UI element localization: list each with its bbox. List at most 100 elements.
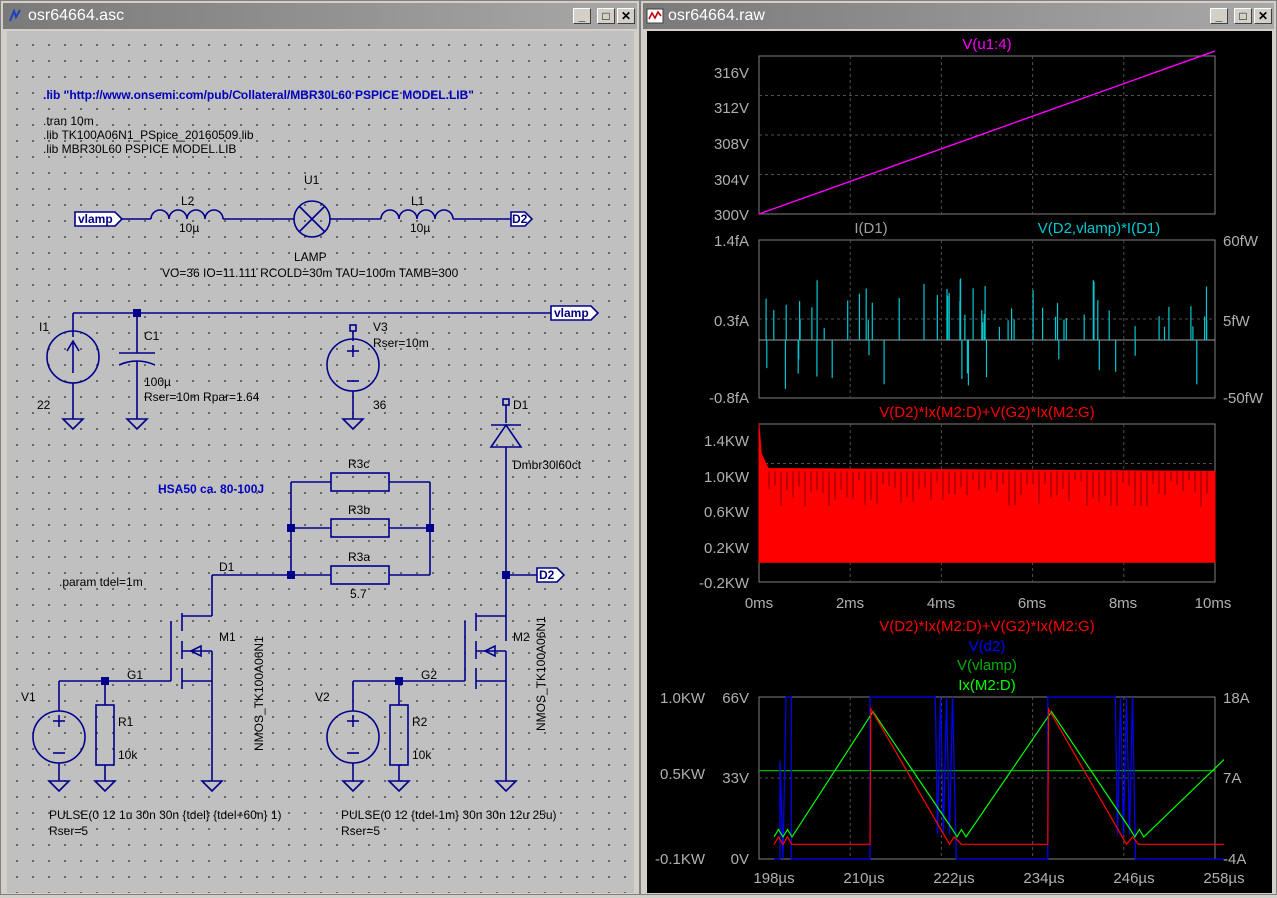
- schematic-window: osr64664.asc _ □ ✕: [0, 0, 640, 895]
- v2-name[interactable]: V2: [315, 690, 330, 704]
- maximize-button[interactable]: □: [1234, 8, 1252, 24]
- pane3-trace-label[interactable]: V(D2)*Ix(M2:D)+V(G2)*Ix(M2:G): [879, 404, 1094, 421]
- v3-value[interactable]: 36: [373, 398, 387, 412]
- close-button[interactable]: ✕: [1254, 8, 1272, 24]
- i1-name[interactable]: I1: [39, 320, 49, 334]
- pane2-ytick-left: 1.4fA: [714, 233, 749, 250]
- pane4-xtick: 198µs: [753, 870, 794, 887]
- net-label-g1[interactable]: G1: [127, 668, 143, 682]
- minimize-button[interactable]: _: [573, 8, 591, 24]
- u1-type[interactable]: LAMP: [294, 250, 327, 264]
- pane3-ytick: -0.2KW: [699, 575, 750, 592]
- pane3-ytick: 1.0KW: [704, 469, 750, 486]
- waveform-titlebar[interactable]: osr64664.raw _ □ ✕: [643, 3, 1274, 29]
- pane4-trace-label-power[interactable]: V(D2)*Ix(M2:D)+V(G2)*Ix(M2:G): [879, 618, 1094, 635]
- v1-params[interactable]: PULSE(0 12 1u 30n 30n {tdel} {tdel+60n} …: [49, 808, 282, 822]
- pane4-ytick-right: -4A: [1223, 851, 1246, 868]
- d1-name[interactable]: D1: [513, 398, 529, 412]
- pane1-ytick: 300V: [714, 207, 749, 224]
- tran-directive[interactable]: .tran 10m: [43, 114, 94, 128]
- waveform-window: osr64664.raw _ □ ✕ V(u1:4) 316V 312V 308…: [640, 0, 1277, 895]
- net-label-d1[interactable]: D1: [219, 560, 235, 574]
- d2-flag-top[interactable]: D2: [512, 212, 528, 226]
- l2-value[interactable]: 10µ: [179, 221, 199, 235]
- pane4-trace-label-vlamp[interactable]: V(vlamp): [957, 657, 1017, 674]
- v2-rser[interactable]: Rser=5: [341, 824, 380, 838]
- pane4-trace-label-vd2[interactable]: V(d2): [969, 638, 1006, 655]
- m1-model[interactable]: NMOS_TK100A06N1: [252, 636, 266, 751]
- l1-name[interactable]: L1: [411, 194, 425, 208]
- waveform-app-icon: [646, 8, 664, 24]
- pane4-xtick: 246µs: [1113, 870, 1154, 887]
- param-directive[interactable]: .param tdel=1m: [59, 575, 143, 589]
- pane4-xtick: 210µs: [843, 870, 884, 887]
- m1-name[interactable]: M1: [219, 630, 236, 644]
- net-label-g2[interactable]: G2: [421, 668, 437, 682]
- maximize-button[interactable]: □: [597, 8, 615, 24]
- waveform-canvas[interactable]: V(u1:4) 316V 312V 308V 304V 300V I(D1) V…: [647, 31, 1272, 893]
- pane4-trace-vd2[interactable]: [774, 696, 1224, 860]
- pane1-trace-vu1[interactable]: [758, 50, 1216, 215]
- close-button[interactable]: ✕: [617, 8, 635, 24]
- r3a-name[interactable]: R3a: [348, 550, 370, 564]
- lib-mbr-directive[interactable]: .lib MBR30L60 PSPICE MODEL.LIB: [43, 142, 236, 156]
- vlamp-flag-left[interactable]: vlamp: [78, 212, 113, 226]
- l1-value[interactable]: 10µ: [410, 221, 430, 235]
- lib-tk100-directive[interactable]: .lib TK100A06N1_PSpice_20160509.lib: [43, 128, 254, 142]
- pane1-ytick: 308V: [714, 136, 749, 153]
- r1-value[interactable]: 10k: [118, 748, 138, 762]
- schematic-drawing: .lib "http://www.onsemi.com/pub/Collater…: [21, 88, 600, 838]
- pane2-ytick-right: 60fW: [1223, 233, 1259, 250]
- pane3-ytick: 0.2KW: [704, 540, 750, 557]
- v1-rser[interactable]: Rser=5: [49, 824, 88, 838]
- schematic-titlebar[interactable]: osr64664.asc _ □ ✕: [3, 3, 637, 29]
- r2-name[interactable]: R2: [412, 715, 428, 729]
- pane4-xtick: 234µs: [1023, 870, 1064, 887]
- pane2-trace-label-right[interactable]: V(D2,vlamp)*I(D1): [1038, 220, 1161, 237]
- r3a-value[interactable]: 5.7: [350, 587, 367, 601]
- waveform-title: osr64664.raw: [668, 7, 765, 24]
- pane2-ytick-right: -50fW: [1223, 390, 1264, 407]
- r2-value[interactable]: 10k: [412, 748, 432, 762]
- lib-url-directive[interactable]: .lib "http://www.onsemi.com/pub/Collater…: [43, 88, 474, 102]
- l2-name[interactable]: L2: [181, 194, 195, 208]
- hsa-note[interactable]: HSA50 ca. 80-100J: [158, 482, 264, 496]
- pane2-ytick-left: 0.3fA: [714, 313, 749, 330]
- pane4-ytick-right: 18A: [1223, 690, 1250, 707]
- schematic-canvas[interactable]: .lib "http://www.onsemi.com/pub/Collater…: [7, 31, 634, 893]
- r1-name[interactable]: R1: [118, 715, 134, 729]
- pane4-ytick-right: 7A: [1223, 770, 1241, 787]
- pane1-ytick: 312V: [714, 100, 749, 117]
- pane2-trace-power[interactable]: [765, 278, 1208, 389]
- pane4-ytick-v: 33V: [722, 770, 749, 787]
- v3-params[interactable]: Rser=10m: [373, 336, 429, 350]
- pane4-trace-power[interactable]: [773, 706, 1224, 846]
- schematic-title: osr64664.asc: [28, 7, 125, 24]
- r3b-name[interactable]: R3b: [348, 503, 370, 517]
- i1-value[interactable]: 22: [37, 398, 51, 412]
- d2-flag-mid[interactable]: D2: [539, 568, 555, 582]
- pane4-trace-label-ixm2[interactable]: Ix(M2:D): [958, 677, 1016, 694]
- v1-name[interactable]: V1: [21, 690, 36, 704]
- c1-value[interactable]: 100µ: [144, 375, 171, 389]
- pane4-xtick: 258µs: [1203, 870, 1244, 887]
- r3c-name[interactable]: R3c: [348, 457, 369, 471]
- pane4-ytick-v: 0V: [731, 851, 749, 868]
- m2-name[interactable]: M2: [513, 630, 530, 644]
- c1-params[interactable]: Rser=10m Rpar=1.64: [144, 390, 260, 404]
- minimize-button[interactable]: _: [1210, 8, 1228, 24]
- u1-name[interactable]: U1: [304, 173, 320, 187]
- pane2-trace-label-left[interactable]: I(D1): [854, 220, 887, 237]
- pane3-trace-power-area[interactable]: [758, 423, 1216, 563]
- u1-params[interactable]: VO=36 IO=11.111 RCOLD=30m TAU=100m TAMB=…: [162, 266, 459, 280]
- c1-name[interactable]: C1: [144, 329, 160, 343]
- pane4-ytick-w: -0.1KW: [655, 851, 706, 868]
- vlamp-flag-right[interactable]: vlamp: [554, 306, 589, 320]
- pane3-xtick: 4ms: [927, 595, 955, 612]
- d1-model[interactable]: Dmbr30l60ct: [513, 458, 582, 472]
- v2-params[interactable]: PULSE(0 12 {tdel-1m} 30n 30n 12u 25u): [341, 808, 556, 822]
- pane1-trace-label[interactable]: V(u1:4): [962, 36, 1011, 53]
- m2-model[interactable]: NMOS_TK100A06N1: [534, 616, 548, 731]
- pane4-trace-ixm2[interactable]: [773, 710, 1225, 839]
- v3-name[interactable]: V3: [373, 320, 388, 334]
